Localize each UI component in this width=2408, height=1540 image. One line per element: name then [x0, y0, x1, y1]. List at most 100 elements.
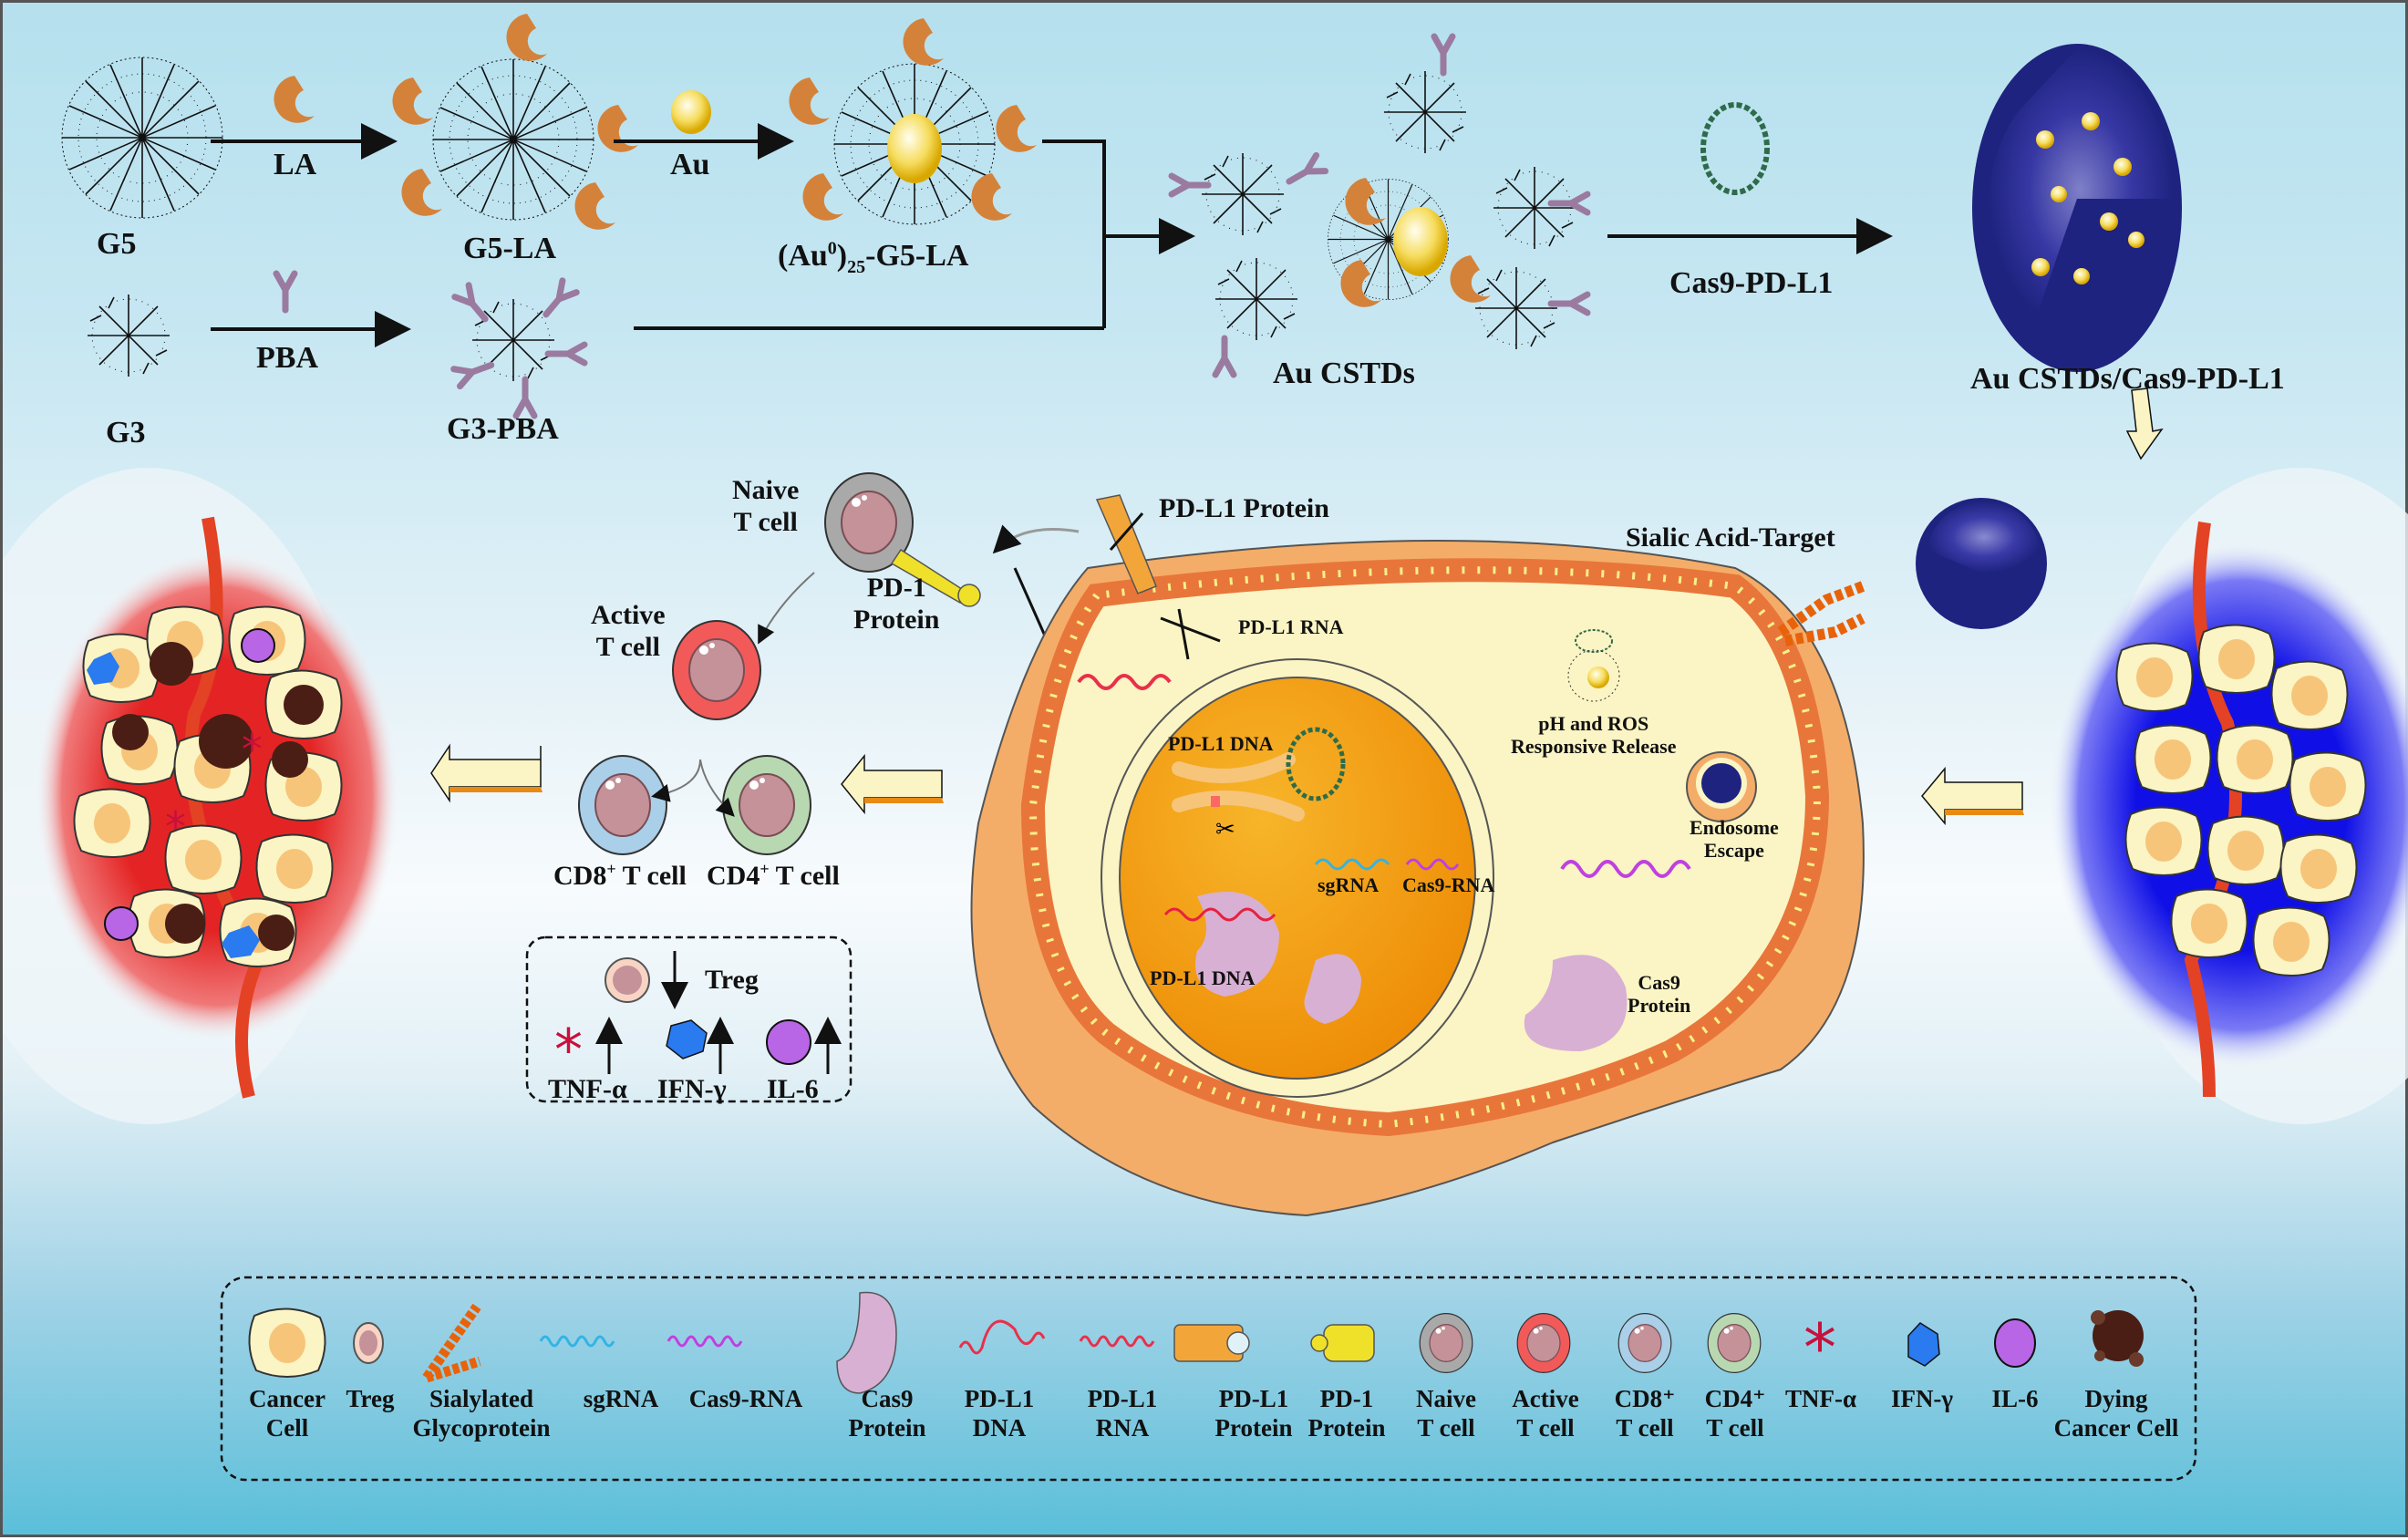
diagram-graphics: ** * ✂	[3, 14, 2408, 1482]
cas9-protein-icon	[836, 1291, 897, 1394]
cancer-cell-icon	[248, 1307, 326, 1378]
block-mark-2	[1177, 608, 1190, 660]
merge-arrow	[634, 140, 1188, 330]
legend-label-cd4-t-cell: CD4⁺T cell	[1704, 1385, 1766, 1442]
legend-label-tnf-alpha: TNF-α	[1784, 1385, 1857, 1412]
complex-label: Au CSTDs/Cas9-PD-L1	[1970, 362, 2285, 396]
pdl1-rna-label: PD-L1 RNA	[1238, 615, 1344, 638]
au-g5-la-label: (Au0)25-G5-LA	[778, 238, 969, 277]
pdl1-dna-icon	[958, 1319, 1046, 1355]
pdl1-receptor-icon	[1095, 494, 1157, 594]
la-reagent-label: LA	[274, 148, 317, 181]
block-arrow-left-3	[1921, 766, 2024, 826]
tnf-alpha-icon: *	[1803, 1309, 1836, 1386]
cas9-rna-icon	[1405, 858, 1460, 871]
cytokine-box	[525, 935, 853, 1103]
chromosome-icon	[1172, 752, 1305, 822]
legend-label-cas9-rna: Cas9-RNA	[688, 1385, 803, 1412]
legend-label-cd8-t-cell: CD8⁺T cell	[1614, 1385, 1676, 1442]
pdl1-rna-icon	[1077, 674, 1172, 690]
pdl1-protein-icon	[1173, 1324, 1250, 1362]
legend-label-ifn-gamma: IFN-γ	[1890, 1385, 1954, 1412]
au-icon	[671, 90, 711, 134]
treg-box-label: Treg	[705, 965, 759, 995]
au-cstds-icon	[1172, 36, 1587, 375]
svg-text:*: *	[242, 725, 263, 774]
down-arrow-icon	[2125, 388, 2164, 460]
block-arrow-left-1	[430, 743, 543, 803]
tnf-box-label: TNF-α	[548, 1074, 627, 1104]
cytoplasm-cas9-protein-icon	[1524, 955, 1628, 1051]
sialylated-glycoprotein-icon	[422, 1303, 481, 1383]
ifn-gamma-icon	[666, 1019, 708, 1059]
il6-icon	[1994, 1318, 2036, 1368]
la-icon	[274, 76, 315, 123]
au-reagent-label: Au	[670, 148, 710, 181]
treg-icon	[353, 1322, 384, 1364]
pd1-receptor-icon	[890, 548, 981, 607]
au-g5-la-icon	[789, 18, 1037, 225]
g3-label: G3	[106, 416, 146, 450]
g5-dendrimer-icon	[61, 57, 223, 219]
legend-label-il6: IL-6	[1991, 1385, 2039, 1412]
au-cstds-label: Au CSTDs	[1273, 357, 1415, 390]
pdl1-protein-label: PD-L1 Protein	[1159, 493, 1329, 523]
pdl1-rna-icon	[1079, 1335, 1155, 1348]
pba-icon	[276, 274, 295, 310]
untreated-tumor-icon	[2050, 521, 2408, 1098]
cd8-t-cell-icon	[578, 755, 667, 855]
g5-label: G5	[97, 227, 137, 261]
il6-box-label: IL-6	[767, 1074, 819, 1104]
pd1-protein-icon	[1310, 1324, 1375, 1362]
sgrna-label: sgRNA	[1318, 873, 1380, 896]
cas9-rna-icon	[667, 1335, 743, 1348]
pdl1-dna-bottom-label: PD-L1 DNA	[1150, 966, 1256, 989]
block-mark-3	[1160, 616, 1221, 643]
block-arrow-left-2	[841, 753, 944, 815]
cut-dna-icon	[1163, 907, 1276, 922]
cd4-t-cell-label: CD4+ T cell	[707, 860, 840, 891]
g5-la-icon	[392, 14, 638, 230]
cas9-plasmid-icon	[1700, 102, 1770, 195]
cd8-t-cell-icon	[1617, 1312, 1672, 1374]
cytoplasm-cas9-rna-icon	[1560, 860, 1691, 878]
sialic-acid-target-label: Sialic Acid-Target	[1626, 522, 1835, 553]
pdl1-blocked-arrow	[992, 524, 1080, 554]
cd4-t-cell-icon	[722, 755, 811, 855]
naive-to-active-arrow	[758, 572, 815, 645]
sgrna-icon	[539, 1335, 615, 1348]
active-to-cd4-arrow	[699, 759, 735, 817]
ifn-gamma-icon	[1907, 1322, 1940, 1367]
treg-icon	[605, 957, 650, 1003]
active-to-cd8-arrow	[651, 759, 701, 802]
legend-box	[220, 1276, 2197, 1482]
scissors-icon: ✂	[1215, 816, 1235, 843]
tnf-alpha-icon: *	[554, 1017, 583, 1083]
ifn-box-label: IFN-γ	[657, 1074, 727, 1104]
treated-tumor-icon: **	[35, 516, 399, 1099]
svg-text:*: *	[165, 802, 186, 852]
sgrna-icon	[1314, 858, 1390, 871]
active-t-cell-icon	[672, 620, 761, 720]
block-mark-4	[1109, 512, 1144, 551]
cas9-plasmid-label: Cas9-PD-L1	[1669, 266, 1834, 300]
g3-dendrimer-icon	[87, 294, 171, 377]
cd4-t-cell-icon	[1707, 1312, 1762, 1374]
active-t-cell-icon	[1516, 1312, 1571, 1374]
